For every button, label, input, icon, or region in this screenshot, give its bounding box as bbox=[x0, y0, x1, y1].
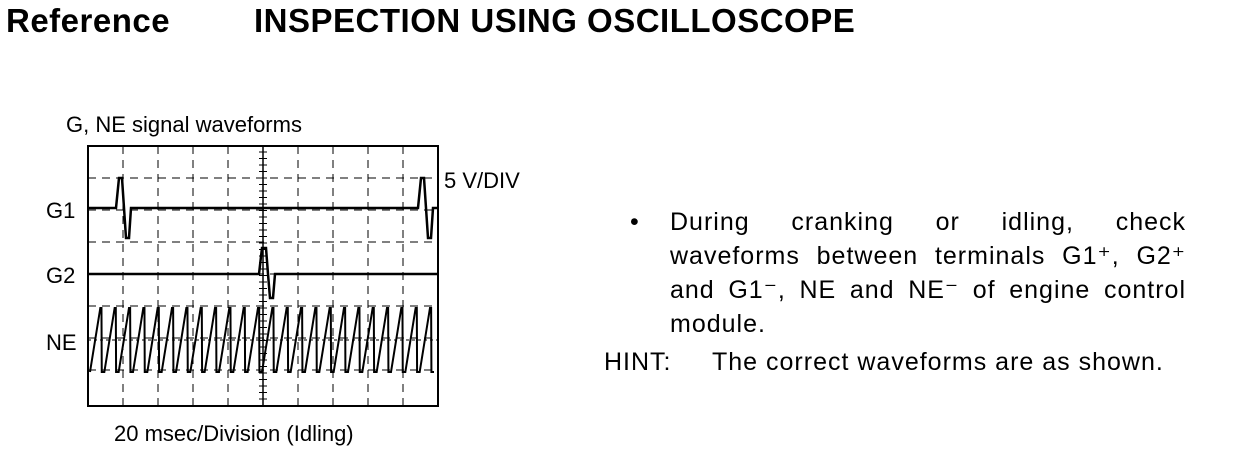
reference-label: Reference bbox=[6, 2, 171, 39]
ne-signal-label: NE bbox=[46, 330, 77, 355]
page-title: INSPECTION USING OSCILLOSCOPE bbox=[254, 2, 856, 39]
g2-waveform bbox=[88, 246, 438, 300]
bullet-icon: • bbox=[630, 208, 639, 236]
ne-waveform bbox=[89, 307, 434, 373]
time-scale-label: 20 msec/Division (Idling) bbox=[114, 421, 354, 446]
g2-signal-label: G2 bbox=[46, 263, 76, 288]
voltage-scale-label: 5 V/DIV bbox=[444, 168, 520, 193]
hint-text: The correct waveforms are as shown. bbox=[712, 348, 1164, 376]
g1-waveform bbox=[88, 176, 438, 240]
hint-line: HINT: The correct waveforms are as shown. bbox=[604, 348, 1164, 377]
hint-label: HINT: bbox=[604, 348, 672, 376]
waveform-traces bbox=[88, 176, 438, 373]
g1-signal-label: G1 bbox=[46, 198, 76, 223]
instruction-text: During cranking or idling, check wavefor… bbox=[670, 208, 1186, 338]
figure-caption: G, NE signal waveforms bbox=[66, 112, 302, 137]
